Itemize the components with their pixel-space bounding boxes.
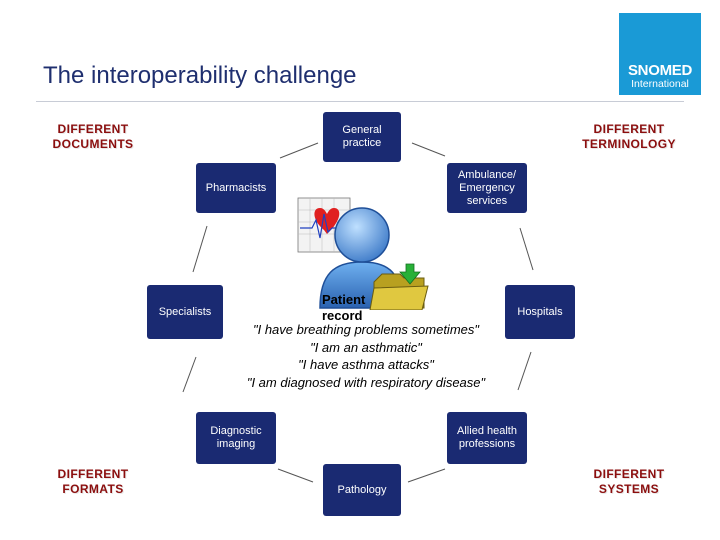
node-label: General practice bbox=[327, 124, 397, 150]
label-different-documents: DIFFERENT DOCUMENTS bbox=[48, 122, 138, 152]
node-label: Hospitals bbox=[517, 306, 562, 319]
logo-line1: SNOMED bbox=[619, 63, 701, 78]
quote-line: "I am diagnosed with respiratory disease… bbox=[228, 374, 504, 392]
connector-line bbox=[193, 226, 207, 272]
quote-line: "I am an asthmatic" bbox=[228, 339, 504, 357]
node-label: Pathology bbox=[338, 484, 387, 497]
title-divider bbox=[36, 101, 684, 102]
page-title: The interoperability challenge bbox=[43, 62, 357, 90]
node-general-practice: General practice bbox=[323, 112, 401, 162]
corner-line: DIFFERENT bbox=[574, 122, 684, 137]
corner-line: FORMATS bbox=[52, 482, 134, 497]
corner-line: TERMINOLOGY bbox=[574, 137, 684, 152]
node-pathology: Pathology bbox=[323, 464, 401, 516]
patient-quotes: "I have breathing problems sometimes" "I… bbox=[228, 321, 504, 391]
patient-record-label: Patient record bbox=[322, 292, 365, 324]
connector-line bbox=[183, 357, 196, 392]
label-different-systems: DIFFERENT SYSTEMS bbox=[587, 467, 671, 497]
node-hospitals: Hospitals bbox=[505, 285, 575, 339]
node-specialists: Specialists bbox=[147, 285, 223, 339]
label-different-formats: DIFFERENT FORMATS bbox=[52, 467, 134, 497]
connector-line bbox=[278, 469, 313, 482]
corner-line: DIFFERENT bbox=[48, 122, 138, 137]
node-diagnostic-imaging: Diagnostic imaging bbox=[196, 412, 276, 464]
node-ambulance-emergency: Ambulance/ Emergency services bbox=[447, 163, 527, 213]
connector-line bbox=[408, 469, 445, 482]
corner-line: DIFFERENT bbox=[587, 467, 671, 482]
connector-line bbox=[280, 143, 318, 158]
node-allied-health: Allied health professions bbox=[447, 412, 527, 464]
connector-line bbox=[412, 143, 445, 156]
folder-icon bbox=[370, 274, 428, 310]
node-label: Allied health professions bbox=[451, 425, 523, 451]
quote-line: "I have breathing problems sometimes" bbox=[228, 321, 504, 339]
logo-line2: International bbox=[619, 78, 701, 90]
node-label: Specialists bbox=[159, 306, 212, 319]
label-different-terminology: DIFFERENT TERMINOLOGY bbox=[574, 122, 684, 152]
corner-line: SYSTEMS bbox=[587, 482, 671, 497]
corner-line: DOCUMENTS bbox=[48, 137, 138, 152]
node-pharmacists: Pharmacists bbox=[196, 163, 276, 213]
corner-line: DIFFERENT bbox=[52, 467, 134, 482]
record-label-line: Patient bbox=[322, 292, 365, 308]
node-label: Pharmacists bbox=[206, 182, 267, 195]
connector-line bbox=[518, 352, 531, 390]
snomed-logo: SNOMED International bbox=[619, 13, 701, 95]
quote-line: "I have asthma attacks" bbox=[228, 356, 504, 374]
node-label: Ambulance/ Emergency services bbox=[451, 169, 523, 208]
connector-line bbox=[520, 228, 533, 270]
node-label: Diagnostic imaging bbox=[200, 425, 272, 451]
